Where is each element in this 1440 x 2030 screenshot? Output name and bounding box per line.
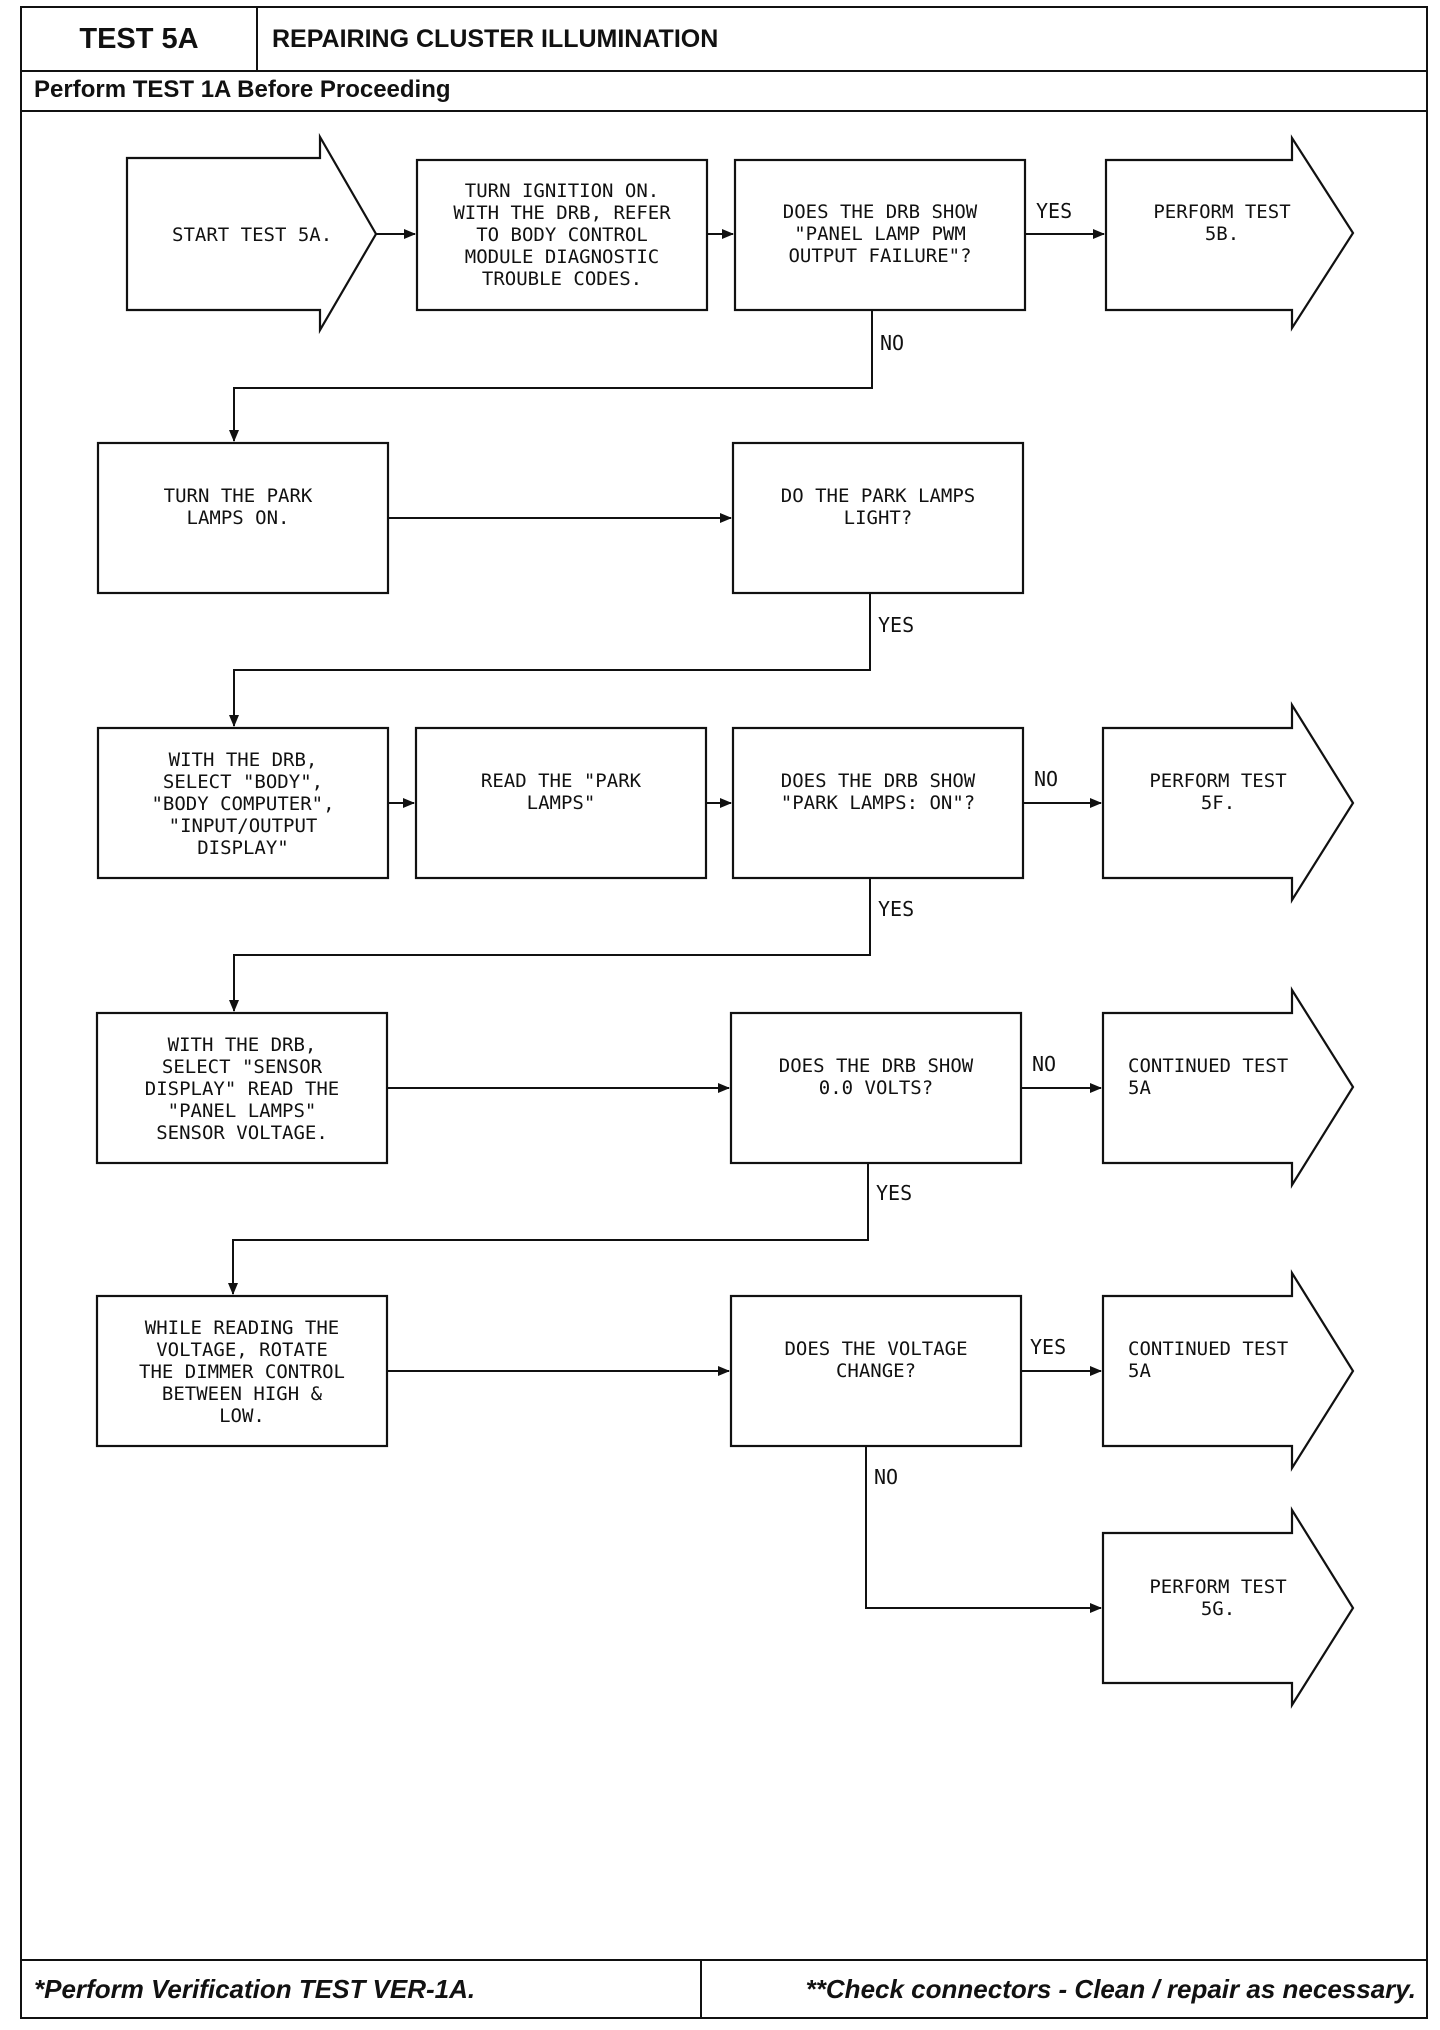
- connector-q5-no: [865, 1446, 1102, 1613]
- q1-text-line-1: DOES THE DRB SHOW: [783, 201, 978, 223]
- step6-text-line-3: THE DIMMER CONTROL: [139, 1361, 345, 1383]
- start-text-line-1: START TEST 5A.: [172, 224, 332, 246]
- q2-yes-label: YES: [878, 613, 914, 637]
- q1-text-line-2: "PANEL LAMP PWM: [794, 223, 966, 245]
- connector-q3-yes: [229, 878, 871, 1012]
- step3-text-line-2: SELECT "BODY",: [163, 771, 323, 793]
- q3-yes-label: YES: [878, 897, 914, 921]
- q1-yes-text-line-1: PERFORM TEST: [1153, 201, 1290, 223]
- step6-text-line-2: VOLTAGE, ROTATE: [156, 1339, 328, 1361]
- test-id: TEST 5A: [22, 8, 258, 70]
- prerequisite-note: Perform TEST 1A Before Proceeding: [22, 70, 1426, 112]
- q1-yes-arrow-shape: [1104, 134, 1355, 332]
- step2-text-line-2: LAMPS ON.: [187, 507, 290, 529]
- q5-text-line-1: DOES THE VOLTAGE: [784, 1338, 967, 1360]
- q3-no-arrow-shape: [1101, 701, 1355, 904]
- q1-text-line-3: OUTPUT FAILURE"?: [788, 245, 971, 267]
- step5-text-line-1: WITH THE DRB,: [168, 1034, 317, 1056]
- step5-text-line-5: SENSOR VOLTAGE.: [156, 1122, 328, 1144]
- q4-text-line-2: 0.0 VOLTS?: [819, 1077, 933, 1099]
- q1-yes-label: YES: [1036, 199, 1072, 223]
- step3-text-line-4: "INPUT/OUTPUT: [169, 815, 318, 837]
- start-arrow-shape: [125, 132, 378, 335]
- q3-no-label: NO: [1034, 767, 1058, 791]
- q2-box: [731, 441, 1025, 595]
- step1-text-line-4: MODULE DIAGNOSTIC: [465, 246, 659, 268]
- step3-text-line-5: DISPLAY": [197, 837, 289, 859]
- step4-text-line-2: LAMPS": [527, 792, 596, 814]
- q2-text-line-2: LIGHT?: [844, 507, 913, 529]
- connector-q2-yes: [229, 593, 871, 727]
- footer-divider: [700, 1961, 702, 2017]
- q3-no-text-line-2: 5F.: [1201, 792, 1235, 814]
- step2-text-line-1: TURN THE PARK: [164, 485, 313, 507]
- step5-text-line-3: DISPLAY" READ THE: [145, 1078, 339, 1100]
- q5-no-text-line-1: PERFORM TEST: [1149, 1576, 1286, 1598]
- step3-text-line-3: "BODY COMPUTER",: [151, 793, 334, 815]
- header-bar: TEST 5A REPAIRING CLUSTER ILLUMINATION: [22, 8, 1426, 72]
- step6-text-line-5: LOW.: [219, 1405, 265, 1427]
- q4-no-text-line-2: 5A: [1128, 1077, 1151, 1099]
- q1-yes-text-line-2: 5B.: [1205, 223, 1239, 245]
- footer-bar: *Perform Verification TEST VER-1A. **Che…: [22, 1959, 1426, 2017]
- q5-text-line-2: CHANGE?: [836, 1360, 916, 1382]
- q5-yes-label: YES: [1030, 1335, 1066, 1359]
- q5-yes-arrow-shape: [1101, 1269, 1355, 1472]
- footer-verification-note: *Perform Verification TEST VER-1A.: [34, 1973, 476, 2004]
- step5-text-line-2: SELECT "SENSOR: [162, 1056, 323, 1078]
- step6-text-line-4: BETWEEN HIGH &: [162, 1383, 323, 1405]
- q3-no-text-line-1: PERFORM TEST: [1149, 770, 1286, 792]
- footer-connector-note: **Check connectors - Clean / repair as n…: [805, 1973, 1416, 2004]
- q5-no-text-line-2: 5G.: [1201, 1598, 1235, 1620]
- connector-q1-no: [229, 310, 873, 442]
- q5-no-arrow-shape: [1101, 1506, 1355, 1709]
- page-title: REPAIRING CLUSTER ILLUMINATION: [272, 24, 719, 53]
- step4-text-line-1: READ THE "PARK: [481, 770, 642, 792]
- q4-yes-label: YES: [876, 1181, 912, 1205]
- q3-text-line-1: DOES THE DRB SHOW: [781, 770, 976, 792]
- q4-text-line-1: DOES THE DRB SHOW: [779, 1055, 974, 1077]
- step1-text-line-1: TURN IGNITION ON.: [465, 180, 659, 202]
- q4-no-arrow-shape: [1101, 986, 1355, 1189]
- q4-no-label: NO: [1032, 1052, 1056, 1076]
- q2-text-line-1: DO THE PARK LAMPS: [781, 485, 975, 507]
- worksheet-frame: TEST 5A REPAIRING CLUSTER ILLUMINATION P…: [20, 6, 1428, 2019]
- step1-text-line-3: TO BODY CONTROL: [476, 224, 648, 246]
- q5-yes-text-line-1: CONTINUED TEST: [1128, 1338, 1288, 1360]
- step1-text-line-5: TROUBLE CODES.: [482, 268, 642, 290]
- connector-q4-yes: [228, 1163, 869, 1295]
- q5-yes-text-line-2: 5A: [1128, 1360, 1151, 1382]
- q3-text-line-2: "PARK LAMPS: ON"?: [781, 792, 975, 814]
- q5-no-label: NO: [874, 1465, 898, 1489]
- step1-text-line-2: WITH THE DRB, REFER: [453, 202, 671, 224]
- step3-text-line-1: WITH THE DRB,: [169, 749, 318, 771]
- step6-text-line-1: WHILE READING THE: [145, 1317, 339, 1339]
- q4-no-text-line-1: CONTINUED TEST: [1128, 1055, 1288, 1077]
- step5-text-line-4: "PANEL LAMPS": [168, 1100, 317, 1122]
- q1-no-label: NO: [880, 331, 904, 355]
